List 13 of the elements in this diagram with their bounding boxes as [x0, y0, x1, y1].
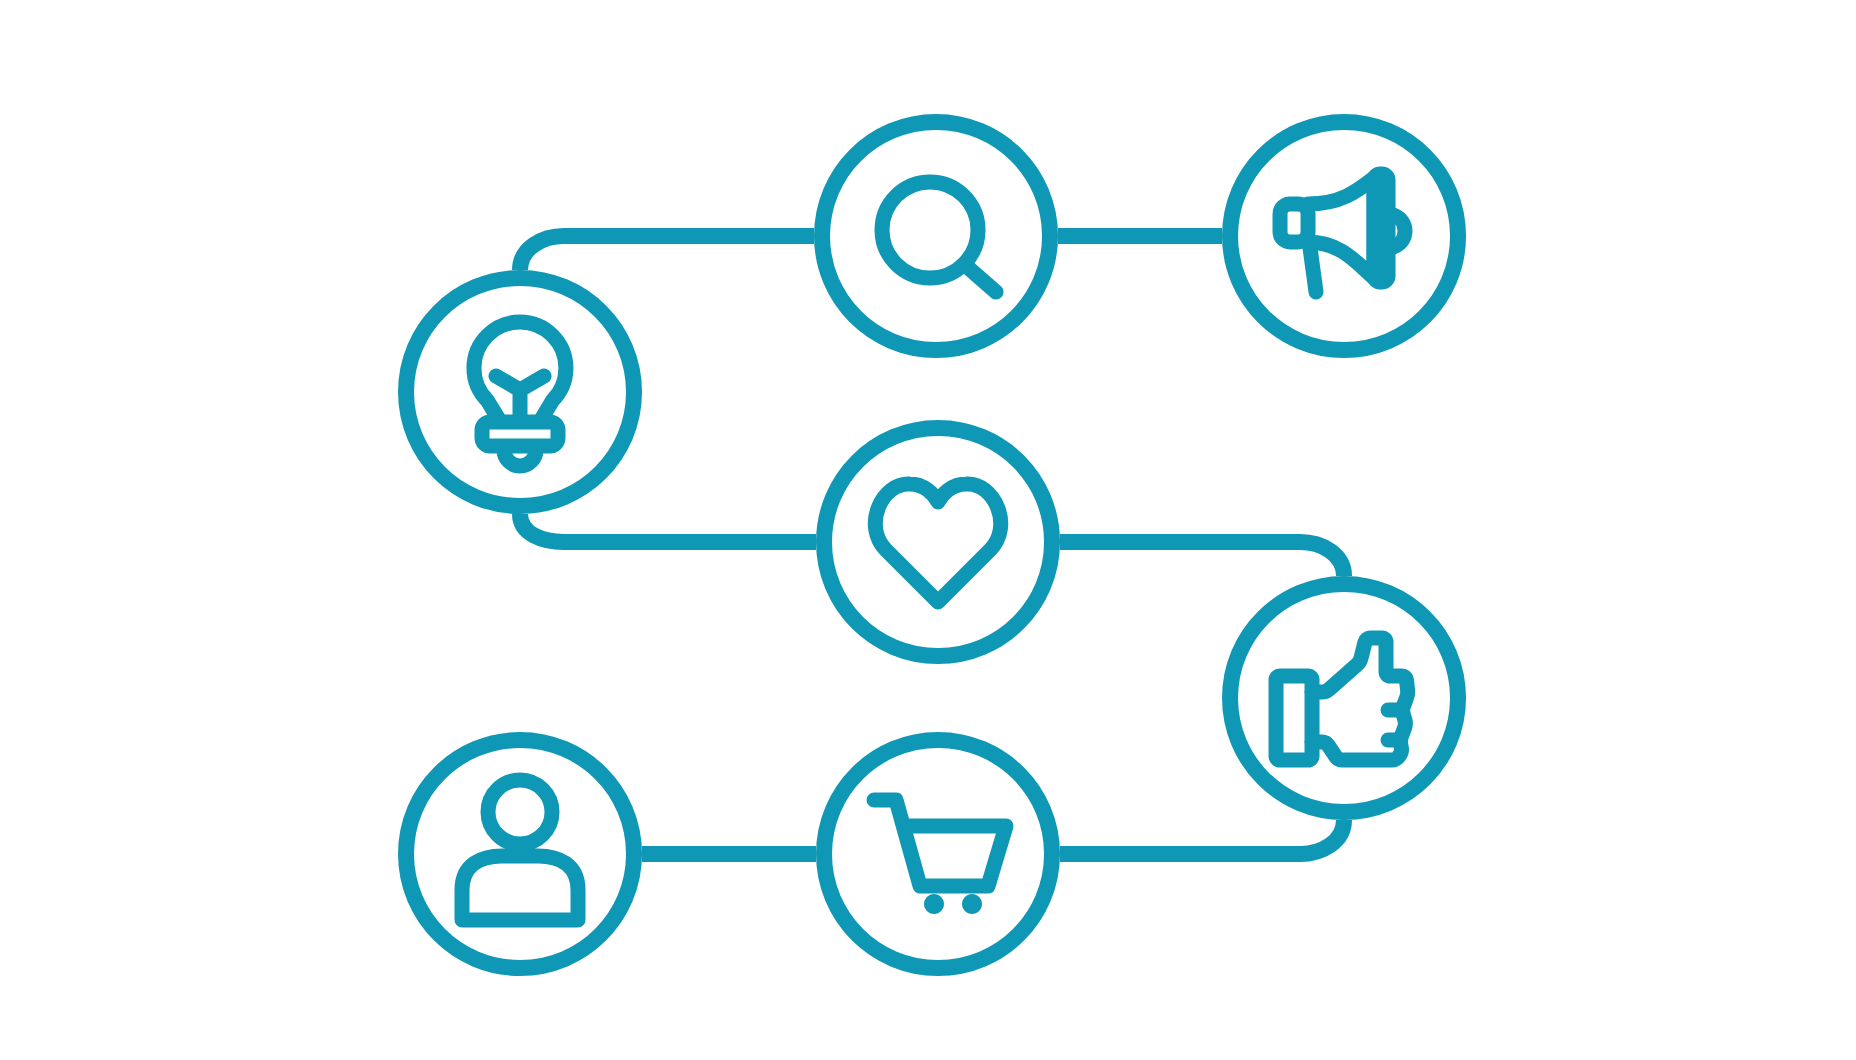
circle-node	[398, 732, 642, 976]
connector-line	[1058, 228, 1222, 244]
connector-line	[1060, 534, 1352, 577]
connector-line	[1060, 819, 1352, 862]
connector-line	[512, 513, 816, 550]
circle-node	[814, 114, 1058, 358]
circle-node	[1222, 576, 1466, 820]
circle-node	[398, 270, 642, 514]
circle-node	[1222, 114, 1466, 358]
connector-line	[512, 228, 814, 271]
connector-line	[642, 846, 816, 862]
circle-node	[816, 420, 1060, 664]
circle-node	[816, 732, 1060, 976]
